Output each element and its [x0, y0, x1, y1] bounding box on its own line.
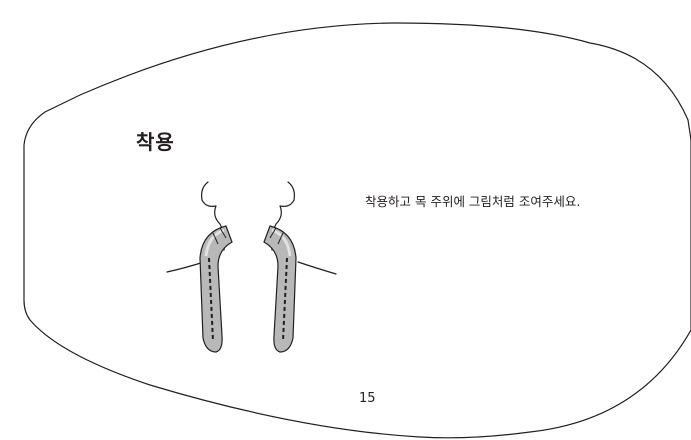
right-neck-band [263, 225, 297, 353]
page-number: 15 [359, 391, 376, 406]
section-title: 착용 [136, 130, 175, 154]
left-shoulder-line [166, 261, 205, 273]
right-shoulder-line [297, 261, 337, 275]
instruction-text: 착용하고 목 주위에 그림처럼 조여주세요. [365, 194, 581, 209]
left-neck-band [199, 225, 233, 353]
neck-band-wearing-illustration [166, 181, 337, 353]
